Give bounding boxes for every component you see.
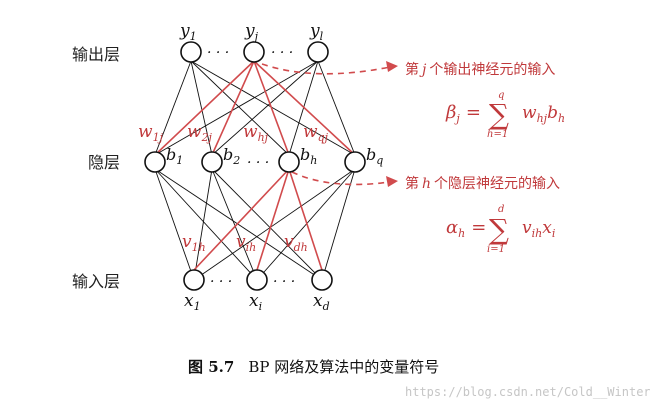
hidden-node-h xyxy=(278,151,300,173)
arrow-hidden-input xyxy=(291,171,391,186)
input-node-1 xyxy=(183,269,205,291)
edge xyxy=(154,168,195,281)
edge xyxy=(193,168,356,281)
edge xyxy=(321,168,356,281)
arrowhead-icon xyxy=(386,61,398,72)
node-label-y1: y1 xyxy=(179,21,197,43)
edge-v1h xyxy=(193,168,290,271)
output-layer-nodes xyxy=(180,41,329,63)
hidden-node-1 xyxy=(144,151,166,173)
input-layer-nodes xyxy=(183,269,333,291)
edge xyxy=(211,168,323,281)
node-label-x1: x1 xyxy=(184,291,201,313)
node-label-yl: yl xyxy=(309,21,324,43)
formula-beta-lhs: βj= xyxy=(445,102,481,125)
hidden-layer-nodes xyxy=(144,151,366,173)
edge xyxy=(190,60,356,156)
output-ellipsis: · · · xyxy=(271,45,293,61)
edge xyxy=(154,60,192,156)
edge-vih xyxy=(256,168,290,271)
node-label-b1: b1 xyxy=(166,145,183,167)
input-ellipsis: · · · xyxy=(210,274,232,290)
edge-vdh xyxy=(288,168,323,271)
weight-label-w2j: w2j xyxy=(187,122,213,144)
edge xyxy=(193,168,213,281)
formula-alpha-rhs: vihxi xyxy=(522,218,555,240)
weight-label-w1j: w1j xyxy=(138,122,164,144)
input-ellipsis: · · · xyxy=(273,274,295,290)
edge xyxy=(317,60,356,156)
sum-upper: q xyxy=(498,90,504,101)
output-ellipsis: · · · xyxy=(207,45,229,61)
hidden-node-q xyxy=(344,151,366,173)
edge xyxy=(190,60,290,156)
layer-label-output: 输出层 xyxy=(72,45,120,64)
edge xyxy=(256,168,356,281)
arrowhead-icon xyxy=(386,176,398,187)
input-node-d xyxy=(311,269,333,291)
arrow-output-input xyxy=(261,63,391,75)
highlighted-edges xyxy=(154,60,356,271)
edge xyxy=(154,168,323,281)
edge-wqj xyxy=(253,60,356,156)
formula-beta-rhs: whjbh xyxy=(522,103,565,125)
weight-label-wqj: wqj xyxy=(303,122,329,144)
node-label-b2: b2 xyxy=(223,145,240,167)
weight-label-vdh: vdh xyxy=(284,232,308,254)
weight-label-vih: vih xyxy=(236,232,256,254)
sum-sigma-icon: ∑ xyxy=(489,213,509,246)
node-label-xi: xi xyxy=(249,291,262,313)
formula-alpha-lhs: αh= xyxy=(446,217,486,240)
edge-w2j xyxy=(211,60,255,156)
hidden-node-2 xyxy=(201,151,223,173)
edge xyxy=(154,168,258,281)
node-label-yj: yj xyxy=(244,21,259,43)
weight-label-v1h: v1h xyxy=(182,232,206,254)
node-label-bh: bh xyxy=(300,145,317,167)
weight-label-whj: whj xyxy=(243,122,269,144)
edge xyxy=(211,168,258,281)
node-label-bq: bq xyxy=(366,145,383,167)
sum-sigma-icon: ∑ xyxy=(489,98,509,131)
layer-label-input: 输入层 xyxy=(72,272,120,291)
input-hidden-edges xyxy=(154,168,356,281)
hidden-ellipsis: · · · xyxy=(247,155,269,171)
node-label-xd: xd xyxy=(313,291,330,313)
edge xyxy=(154,60,319,156)
output-node-l xyxy=(307,41,329,63)
sum-lower: h=1 xyxy=(487,129,508,140)
edge-whj xyxy=(253,60,290,156)
sum-upper: d xyxy=(498,204,504,215)
layer-label-hidden: 隐层 xyxy=(88,153,120,172)
watermark: https://blog.csdn.net/Cold__Winter xyxy=(405,385,650,399)
output-node-1 xyxy=(180,41,202,63)
edge xyxy=(190,60,213,156)
annotation-arrows xyxy=(261,61,398,187)
input-node-i xyxy=(246,269,268,291)
sum-lower: i=1 xyxy=(487,244,505,255)
output-node-j xyxy=(243,41,265,63)
edge-w1j xyxy=(154,60,255,156)
edge xyxy=(211,60,319,156)
